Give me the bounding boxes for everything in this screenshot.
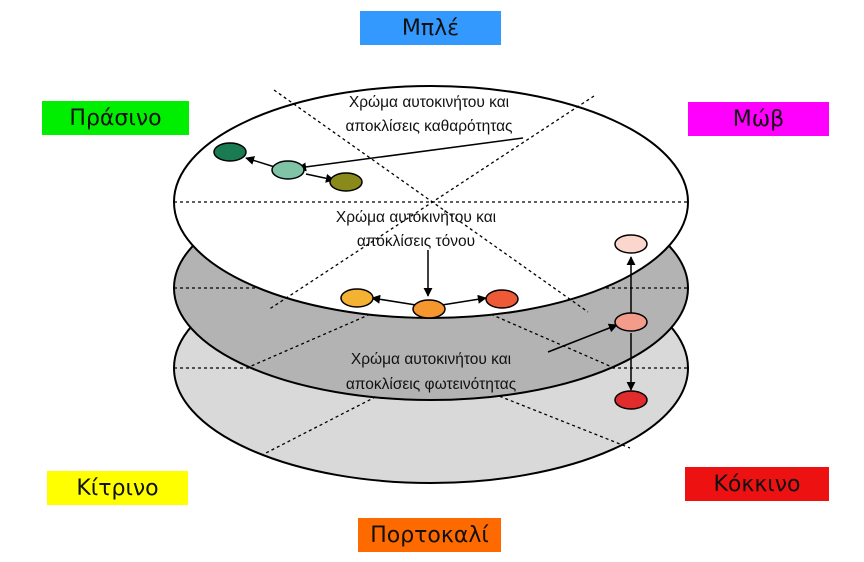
dot-orange [412, 299, 446, 319]
dot-mid-green [271, 160, 305, 180]
brightness-label-line2: αποκλίσεις φωτεινότητας [346, 376, 516, 393]
dot-pink [614, 312, 648, 332]
tag-yellow: Κίτρινο [47, 471, 188, 505]
dot-dark-green [213, 142, 247, 162]
top-divider-diagonal-1 [273, 89, 589, 313]
saturation-label-line2: αποκλίσεις καθαρότητας [345, 118, 512, 135]
tag-blue: Μπλέ [360, 11, 501, 45]
hue-label-line1: Χρώμα αυτοκινήτου και [336, 209, 496, 226]
brightness-label-line1: Χρώμα αυτοκινήτου και [351, 351, 511, 368]
tag-red: Κόκκινο [685, 467, 829, 501]
dot-dark-red [614, 390, 648, 410]
arrow-brightness-pointer [547, 323, 618, 353]
dot-olive [329, 172, 363, 192]
tag-orange: Πορτοκαλί [358, 518, 501, 552]
dot-light-pink [614, 234, 648, 254]
dot-red-orange [485, 289, 519, 309]
tag-green: Πράσινο [42, 101, 189, 135]
bottom-divider-diagonal-1 [231, 289, 631, 449]
top-divider-diagonal-2 [267, 95, 595, 311]
tag-magenta: Μώβ [688, 102, 829, 136]
hue-label-line2: αποκλίσεις τόνου [357, 233, 475, 250]
arrow-hue-to-yellow-orange [371, 294, 417, 306]
arrow-saturation-pointer [297, 137, 524, 172]
arrow-hue-to-red-orange [441, 294, 487, 306]
dot-yellow-orange [340, 288, 374, 308]
saturation-label-line1: Χρώμα αυτοκινήτου και [349, 94, 509, 111]
arrow-saturation-to-olive [305, 173, 335, 183]
